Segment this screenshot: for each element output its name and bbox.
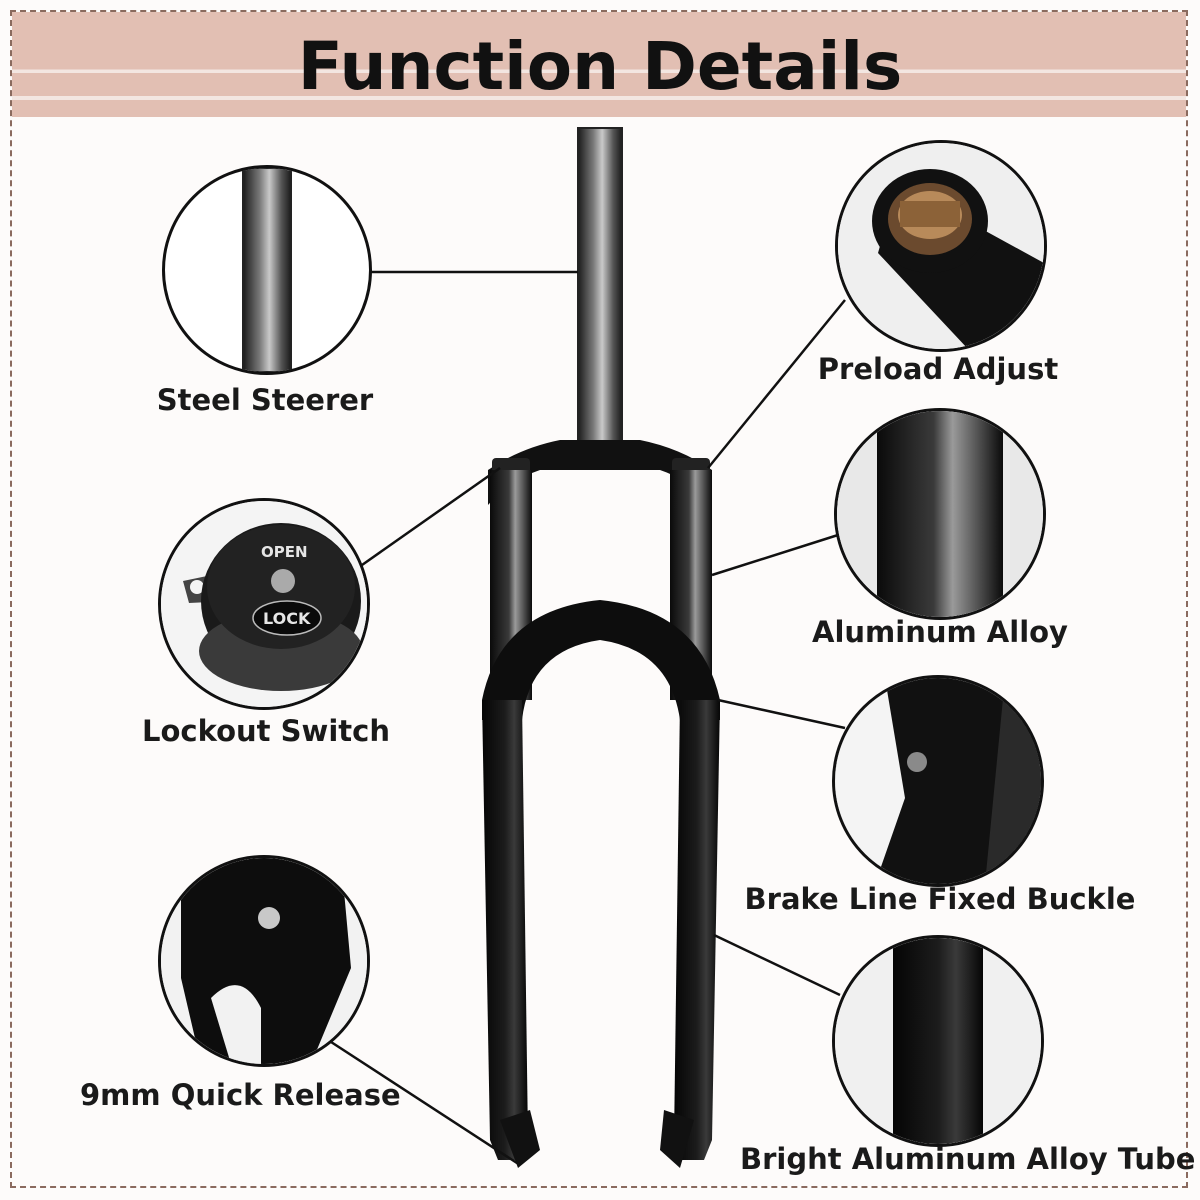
preload-adjust-detail — [835, 140, 1047, 352]
brake-buckle-icon — [835, 678, 1041, 884]
stanchion-closeup-icon — [837, 411, 1043, 617]
label-aluminum-alloy: Aluminum Alloy — [812, 615, 1068, 649]
steel-steerer-detail — [162, 165, 372, 375]
steerer-closeup-icon — [242, 168, 292, 372]
dashed-frame — [10, 10, 1188, 1188]
right-lower-leg — [674, 700, 720, 1160]
dial-lock-label: LOCK — [263, 609, 311, 628]
lockout-dial-icon — [161, 501, 367, 707]
label-quick-release: 9mm Quick Release — [80, 1078, 401, 1112]
label-preload-adjust: Preload Adjust — [817, 352, 1059, 386]
page-title: Function Details — [297, 28, 903, 105]
lockout-switch-detail: OPEN LOCK — [158, 498, 370, 710]
aluminum-alloy-detail — [834, 408, 1046, 620]
left-lower-leg — [482, 700, 528, 1160]
fork-crown — [488, 440, 712, 505]
title-banner — [12, 12, 1186, 117]
label-steel-steerer: Steel Steerer — [156, 383, 374, 417]
brake-line-buckle-detail — [832, 675, 1044, 887]
label-lockout-switch: Lockout Switch — [142, 714, 390, 748]
label-bright-aluminum-alloy-tube: Bright Aluminum Alloy Tube — [740, 1142, 1196, 1176]
quick-release-detail — [158, 855, 370, 1067]
preload-knob-icon — [838, 143, 1044, 349]
fork-arch — [482, 600, 720, 720]
steerer-tube — [577, 127, 623, 449]
dropout-closeup-icon — [161, 858, 367, 1064]
lower-leg-closeup-icon — [835, 938, 1041, 1144]
dial-open-label: OPEN — [261, 543, 308, 561]
bright-alloy-tube-detail — [832, 935, 1044, 1147]
label-brake-line-fixed-buckle: Brake Line Fixed Buckle — [744, 882, 1136, 916]
